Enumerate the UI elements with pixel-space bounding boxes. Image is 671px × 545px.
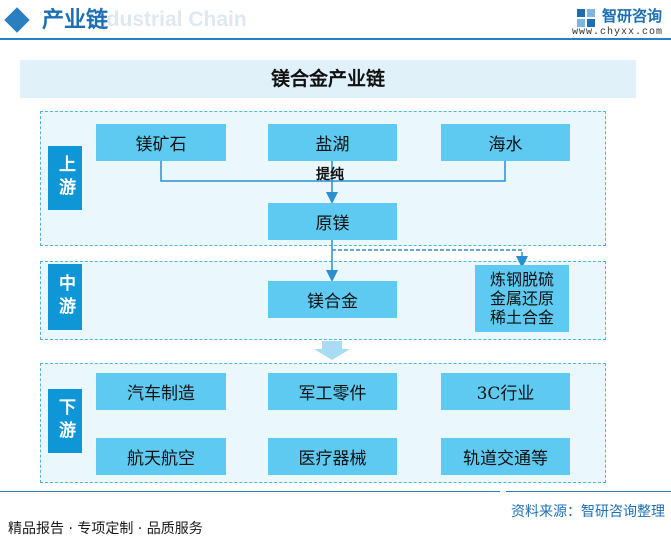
footer-tagline: 精品报告 · 专项定制 · 品质服务	[8, 521, 203, 537]
node-3c-industry: 3C行业	[441, 373, 570, 410]
stage-midstream: 中游	[48, 264, 82, 330]
node-other-uses: 炼钢脱硫 金属还原 稀土合金	[475, 265, 569, 332]
node-other-use-item: 炼钢脱硫	[489, 270, 554, 289]
node-military-parts: 军工零件	[268, 373, 397, 410]
node-seawater: 海水	[441, 124, 570, 161]
node-magnesium-ore: 镁矿石	[96, 124, 226, 161]
brand-logo: 智研咨询 www.chyxx.com	[568, 5, 668, 39]
diagram-title: 镁合金产业链	[270, 68, 385, 90]
node-magnesium-alloy: 镁合金	[268, 281, 397, 318]
footer-divider	[0, 491, 500, 492]
node-salt-lake: 盐湖	[268, 124, 397, 161]
purification-label: 提纯	[316, 167, 344, 183]
stage-downstream: 下游	[48, 389, 82, 453]
diagram-title-band: 镁合金产业链	[20, 60, 636, 98]
source-note: 资料来源：智研咨询整理	[511, 504, 665, 520]
stage-upstream: 上游	[48, 146, 82, 210]
node-automotive: 汽车制造	[96, 373, 226, 410]
node-other-use-item: 稀土合金	[489, 308, 554, 327]
node-primary-magnesium: 原镁	[268, 203, 397, 240]
node-aerospace: 航天航空	[96, 438, 226, 475]
brand-logo-icon	[577, 9, 595, 27]
node-other-use-item: 金属还原	[489, 289, 554, 308]
header-watermark: Industrial Chain	[88, 8, 247, 31]
header-diamond-icon	[4, 7, 30, 33]
node-medical-devices: 医疗器械	[268, 438, 397, 475]
header-divider	[0, 38, 671, 40]
brand-name: 智研咨询	[602, 7, 663, 25]
page-title: 产业链	[42, 7, 109, 33]
footer-divider	[506, 491, 671, 492]
node-rail-transit: 轨道交通等	[441, 438, 570, 475]
brand-url: www.chyxx.com	[572, 27, 664, 38]
